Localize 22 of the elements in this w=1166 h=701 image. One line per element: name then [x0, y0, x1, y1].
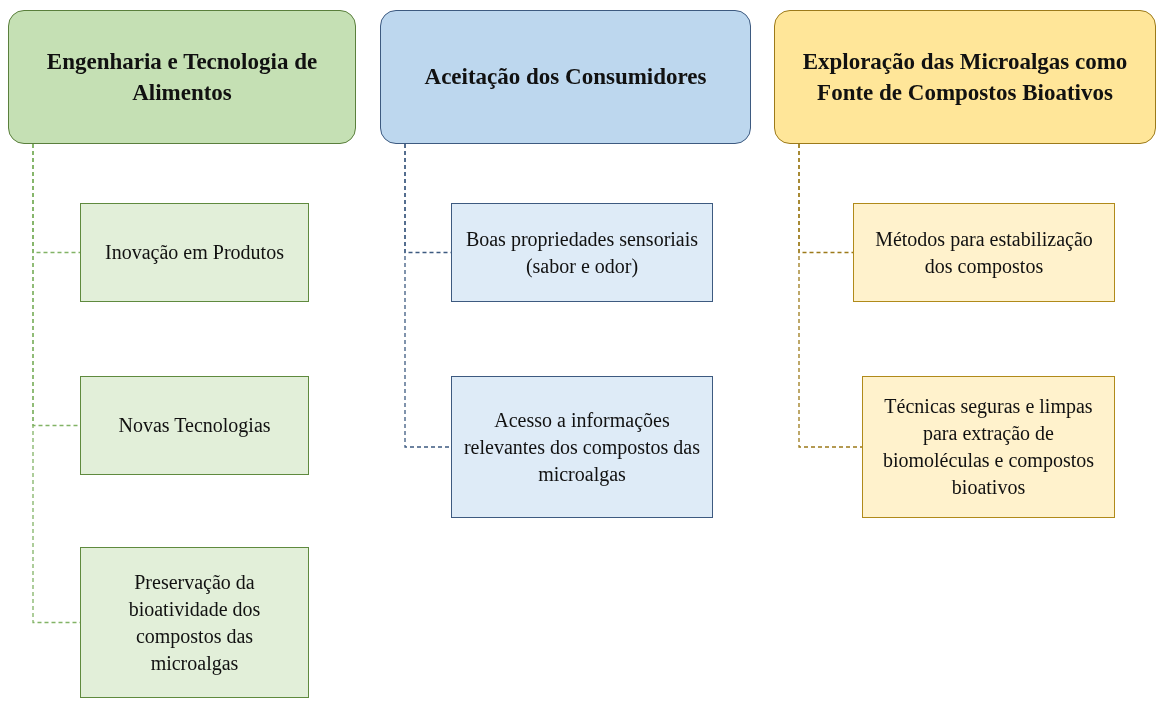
- topic-text: Preservação da bioatividade dos compostos das microalgas: [127, 569, 262, 677]
- topic-box: [451, 203, 713, 302]
- topic-text: Técnicas seguras e limpas para extração de biomoléculas e compostos bioativos: [881, 394, 1096, 500]
- topic-text: Inovação em Produtos: [105, 240, 284, 266]
- topic-text: Novas Tecnologias: [118, 413, 271, 439]
- topic-box: [451, 376, 713, 518]
- category-box: [380, 10, 751, 144]
- category-title: Aceitação dos Consumidores: [424, 63, 707, 92]
- topic-box: [80, 547, 309, 698]
- topic-box: [853, 203, 1115, 302]
- category-title: Exploração das Microalgas como Fonte de Compostos Bioativos: [801, 47, 1129, 107]
- topic-text: Boas propriedades sensoriais (sabor e odor): [464, 226, 700, 280]
- topic-box: [80, 203, 309, 302]
- connector-line: [798, 143, 863, 448]
- connector-line: [404, 143, 452, 448]
- category-title: Engenharia e Tecnologia de Alimentos: [45, 47, 319, 107]
- topic-box: [862, 376, 1115, 518]
- topic-text: Métodos para estabilização dos compostos: [874, 226, 1094, 280]
- category-box: [8, 10, 356, 144]
- topic-text: Acesso a informações relevantes dos compostos das microalgas: [462, 407, 702, 488]
- topic-box: [80, 376, 309, 475]
- category-box: [774, 10, 1156, 144]
